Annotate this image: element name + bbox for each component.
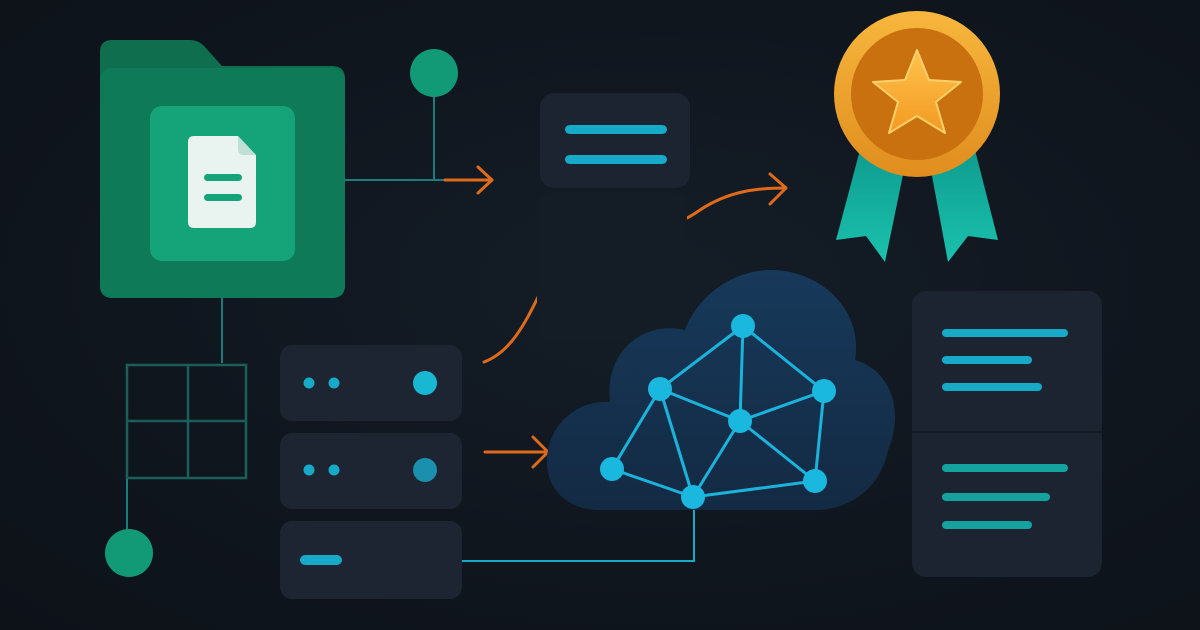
node-bottom-left <box>600 457 624 481</box>
edge-4 <box>659 387 741 423</box>
text-card-top-bg <box>540 93 690 188</box>
server-unit-3 <box>280 521 462 599</box>
network-nodes <box>600 314 836 509</box>
node-left <box>648 377 672 401</box>
edge-5 <box>739 389 825 423</box>
edge-9 <box>691 420 742 498</box>
document-line-1 <box>204 174 242 181</box>
text-card-top-line-2 <box>565 155 667 164</box>
text-line-1 <box>942 329 1068 337</box>
text-card-right <box>912 291 1102 577</box>
server-unit-1 <box>280 345 462 421</box>
edge-3 <box>738 325 745 422</box>
arrow-to-card-head <box>476 165 494 195</box>
node-bottom <box>681 485 705 509</box>
node-center <box>728 409 752 433</box>
server-unit-1-bg <box>280 345 462 421</box>
text-line-3 <box>942 383 1042 391</box>
top-green-node <box>410 49 458 97</box>
folder-icon <box>100 40 345 298</box>
edge-6 <box>610 388 662 470</box>
bottom-green-node <box>105 529 153 577</box>
server-unit-2-dot-b <box>328 464 340 476</box>
text-line-2 <box>942 356 1032 364</box>
cloud-shape <box>546 269 896 510</box>
document-page <box>188 136 256 228</box>
edge-1 <box>659 324 744 391</box>
server-unit-2-dot-a <box>303 464 315 476</box>
edge-11 <box>813 390 826 482</box>
text-line-4 <box>942 464 1068 472</box>
text-line-5 <box>942 493 1050 501</box>
document-line-2 <box>204 194 242 201</box>
server-to-cloud-connector <box>462 500 695 562</box>
server-unit-2 <box>280 433 462 509</box>
document-fold <box>238 136 256 155</box>
server-unit-1-dot-a <box>303 377 315 389</box>
server-unit-3-bg <box>280 521 462 599</box>
edge-2 <box>742 324 825 393</box>
cloud-network-icon <box>546 269 896 510</box>
curved-arrow-head <box>768 172 788 206</box>
text-card-top-line-1 <box>565 125 667 134</box>
server-unit-2-led <box>413 458 437 482</box>
shadow-column <box>537 192 687 342</box>
server-unit-1-led <box>413 371 437 395</box>
node-right <box>812 379 836 403</box>
ribbon-left <box>836 150 905 262</box>
node-top <box>731 314 755 338</box>
server-unit-3-bar <box>300 555 342 565</box>
star-icon <box>872 49 962 134</box>
grid-icon <box>125 363 248 480</box>
node-bottom-right <box>803 469 827 493</box>
edge-8 <box>611 467 694 499</box>
server-icon <box>280 345 462 599</box>
edge-10 <box>739 419 816 483</box>
text-card-top <box>540 93 690 188</box>
server-unit-1-dot-b <box>328 377 340 389</box>
network-edges <box>610 324 826 499</box>
edge-12 <box>692 479 816 499</box>
server-unit-2-bg <box>280 433 462 509</box>
document-icon <box>188 136 256 228</box>
medal-icon <box>834 11 1000 262</box>
edge-7 <box>658 388 695 498</box>
ribbon-right <box>930 150 998 262</box>
text-line-6 <box>942 521 1032 529</box>
